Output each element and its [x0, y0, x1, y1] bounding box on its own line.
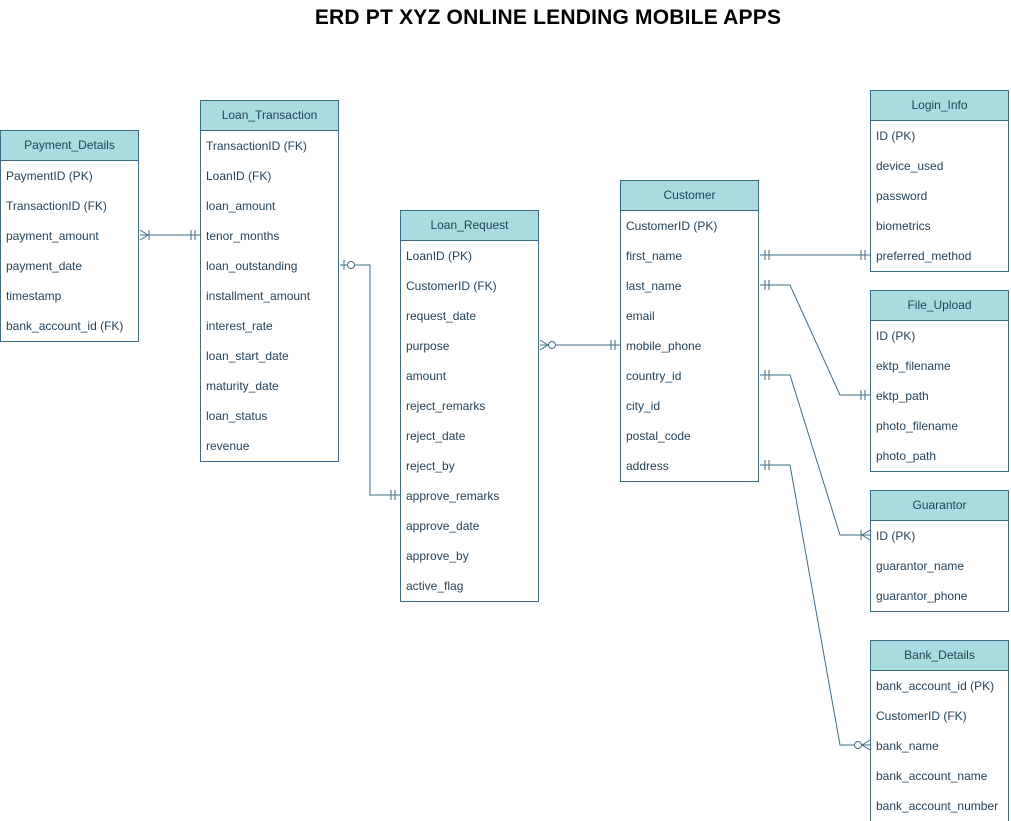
field-request-date: request_date [406, 309, 477, 323]
field-loan-amount: loan_amount [206, 199, 276, 213]
marker-bank-end-circle [854, 741, 862, 749]
field-loan-start-date: loan_start_date [206, 349, 289, 363]
entity-payment-details[interactable]: Payment_Details PaymentID (PK) Transacti… [0, 130, 139, 342]
field-country-id: country_id [626, 369, 682, 383]
field-first-name: first_name [626, 249, 683, 263]
field-preferred-method: preferred_method [876, 249, 972, 263]
field-purpose: purpose [406, 339, 450, 353]
marker-guarantor-end-crow [861, 529, 871, 536]
field-bank-account-name: bank_account_name [876, 769, 988, 783]
field-revenue: revenue [206, 439, 250, 453]
field-loan-id: LoanID (PK) [406, 249, 473, 263]
marker-transaction-end-circle [347, 261, 355, 269]
marker-request-end-crow [539, 344, 549, 351]
field-biometrics: biometrics [876, 219, 931, 233]
marker-guarantor-end-crow [861, 534, 871, 541]
field-photo-filename: photo_filename [876, 419, 959, 433]
marker-request-end-circle [548, 341, 556, 349]
field-payment-id: PaymentID (PK) [6, 169, 93, 183]
entity-customer[interactable]: Customer CustomerID (PK) first_name last… [620, 180, 759, 482]
connector-transaction-request [340, 264, 400, 496]
connector-customer-guarantor [760, 374, 870, 536]
field-photo-path: photo_path [876, 449, 937, 463]
field-guarantor-name: guarantor_name [876, 559, 965, 573]
entity-header: Login_Info [871, 91, 1008, 121]
field-timestamp: timestamp [6, 289, 62, 303]
field-id: ID (PK) [876, 329, 916, 343]
field-installment-amount: installment_amount [206, 289, 311, 303]
entity-bank-details[interactable]: Bank_Details bank_account_id (PK) Custom… [870, 640, 1009, 821]
field-guarantor-phone: guarantor_phone [876, 589, 968, 603]
field-loan-status: loan_status [206, 409, 268, 423]
field-interest-rate: interest_rate [206, 319, 273, 333]
marker-bank-end-crow [861, 739, 871, 746]
field-customer-id: CustomerID (FK) [406, 279, 497, 293]
field-approve-remarks: approve_remarks [406, 489, 500, 503]
marker-payment-end-crow [139, 229, 149, 236]
field-payment-date: payment_date [6, 259, 83, 273]
marker-bank-end-crow [861, 744, 871, 751]
entity-header: Guarantor [871, 491, 1008, 521]
field-last-name: last_name [626, 279, 682, 293]
field-tenor-months: tenor_months [206, 229, 280, 243]
field-id: ID (PK) [876, 129, 916, 143]
field-transaction-id: TransactionID (FK) [6, 199, 107, 213]
entity-header: Payment_Details [1, 131, 138, 161]
field-bank-name: bank_name [876, 739, 939, 753]
field-reject-by: reject_by [406, 459, 455, 473]
field-maturity-date: maturity_date [206, 379, 279, 393]
field-ektp-filename: ektp_filename [876, 359, 951, 373]
entity-header: File_Upload [871, 291, 1008, 321]
marker-payment-end-crow [139, 234, 149, 241]
field-bank-account-id: bank_account_id (PK) [876, 679, 995, 693]
field-transaction-id: TransactionID (FK) [206, 139, 307, 153]
field-approve-by: approve_by [406, 549, 469, 563]
field-device-used: device_used [876, 159, 944, 173]
field-loan-outstanding: loan_outstanding [206, 259, 298, 273]
connector-customer-file [760, 284, 870, 396]
field-address: address [626, 459, 669, 473]
field-mobile-phone: mobile_phone [626, 339, 702, 353]
field-password: password [876, 189, 928, 203]
entity-header: Loan_Request [401, 211, 538, 241]
entity-header: Customer [621, 181, 758, 211]
entity-file-upload[interactable]: File_Upload ID (PK) ektp_filename ektp_p… [870, 290, 1009, 472]
entity-header: Loan_Transaction [201, 101, 338, 131]
field-email: email [626, 309, 655, 323]
field-reject-date: reject_date [406, 429, 466, 443]
entity-guarantor[interactable]: Guarantor ID (PK) guarantor_name guarant… [870, 490, 1009, 612]
field-city-id: city_id [626, 399, 661, 413]
field-reject-remarks: reject_remarks [406, 399, 486, 413]
field-active-flag: active_flag [406, 579, 464, 593]
field-customer-id: CustomerID (FK) [876, 709, 967, 723]
diagram-title: ERD PT XYZ ONLINE LENDING MOBILE APPS [314, 6, 782, 29]
field-bank-account-number: bank_account_number [876, 799, 999, 813]
field-approve-date: approve_date [406, 519, 480, 533]
field-loan-id: LoanID (FK) [206, 169, 272, 183]
field-customer-id: CustomerID (PK) [626, 219, 718, 233]
entity-header: Bank_Details [871, 641, 1008, 671]
field-bank-account-id: bank_account_id (FK) [6, 319, 124, 333]
entity-loan-transaction[interactable]: Loan_Transaction TransactionID (FK) Loan… [200, 100, 339, 462]
marker-request-end-crow [539, 339, 549, 346]
entity-loan-request[interactable]: Loan_Request LoanID (PK) CustomerID (FK)… [400, 210, 539, 602]
field-id: ID (PK) [876, 529, 916, 543]
entity-login-info[interactable]: Login_Info ID (PK) device_used password … [870, 90, 1009, 272]
field-postal-code: postal_code [626, 429, 691, 443]
connector-customer-bank [760, 464, 870, 746]
field-payment-amount: payment_amount [6, 229, 99, 243]
field-ektp-path: ektp_path [876, 389, 929, 403]
field-amount: amount [406, 369, 447, 383]
